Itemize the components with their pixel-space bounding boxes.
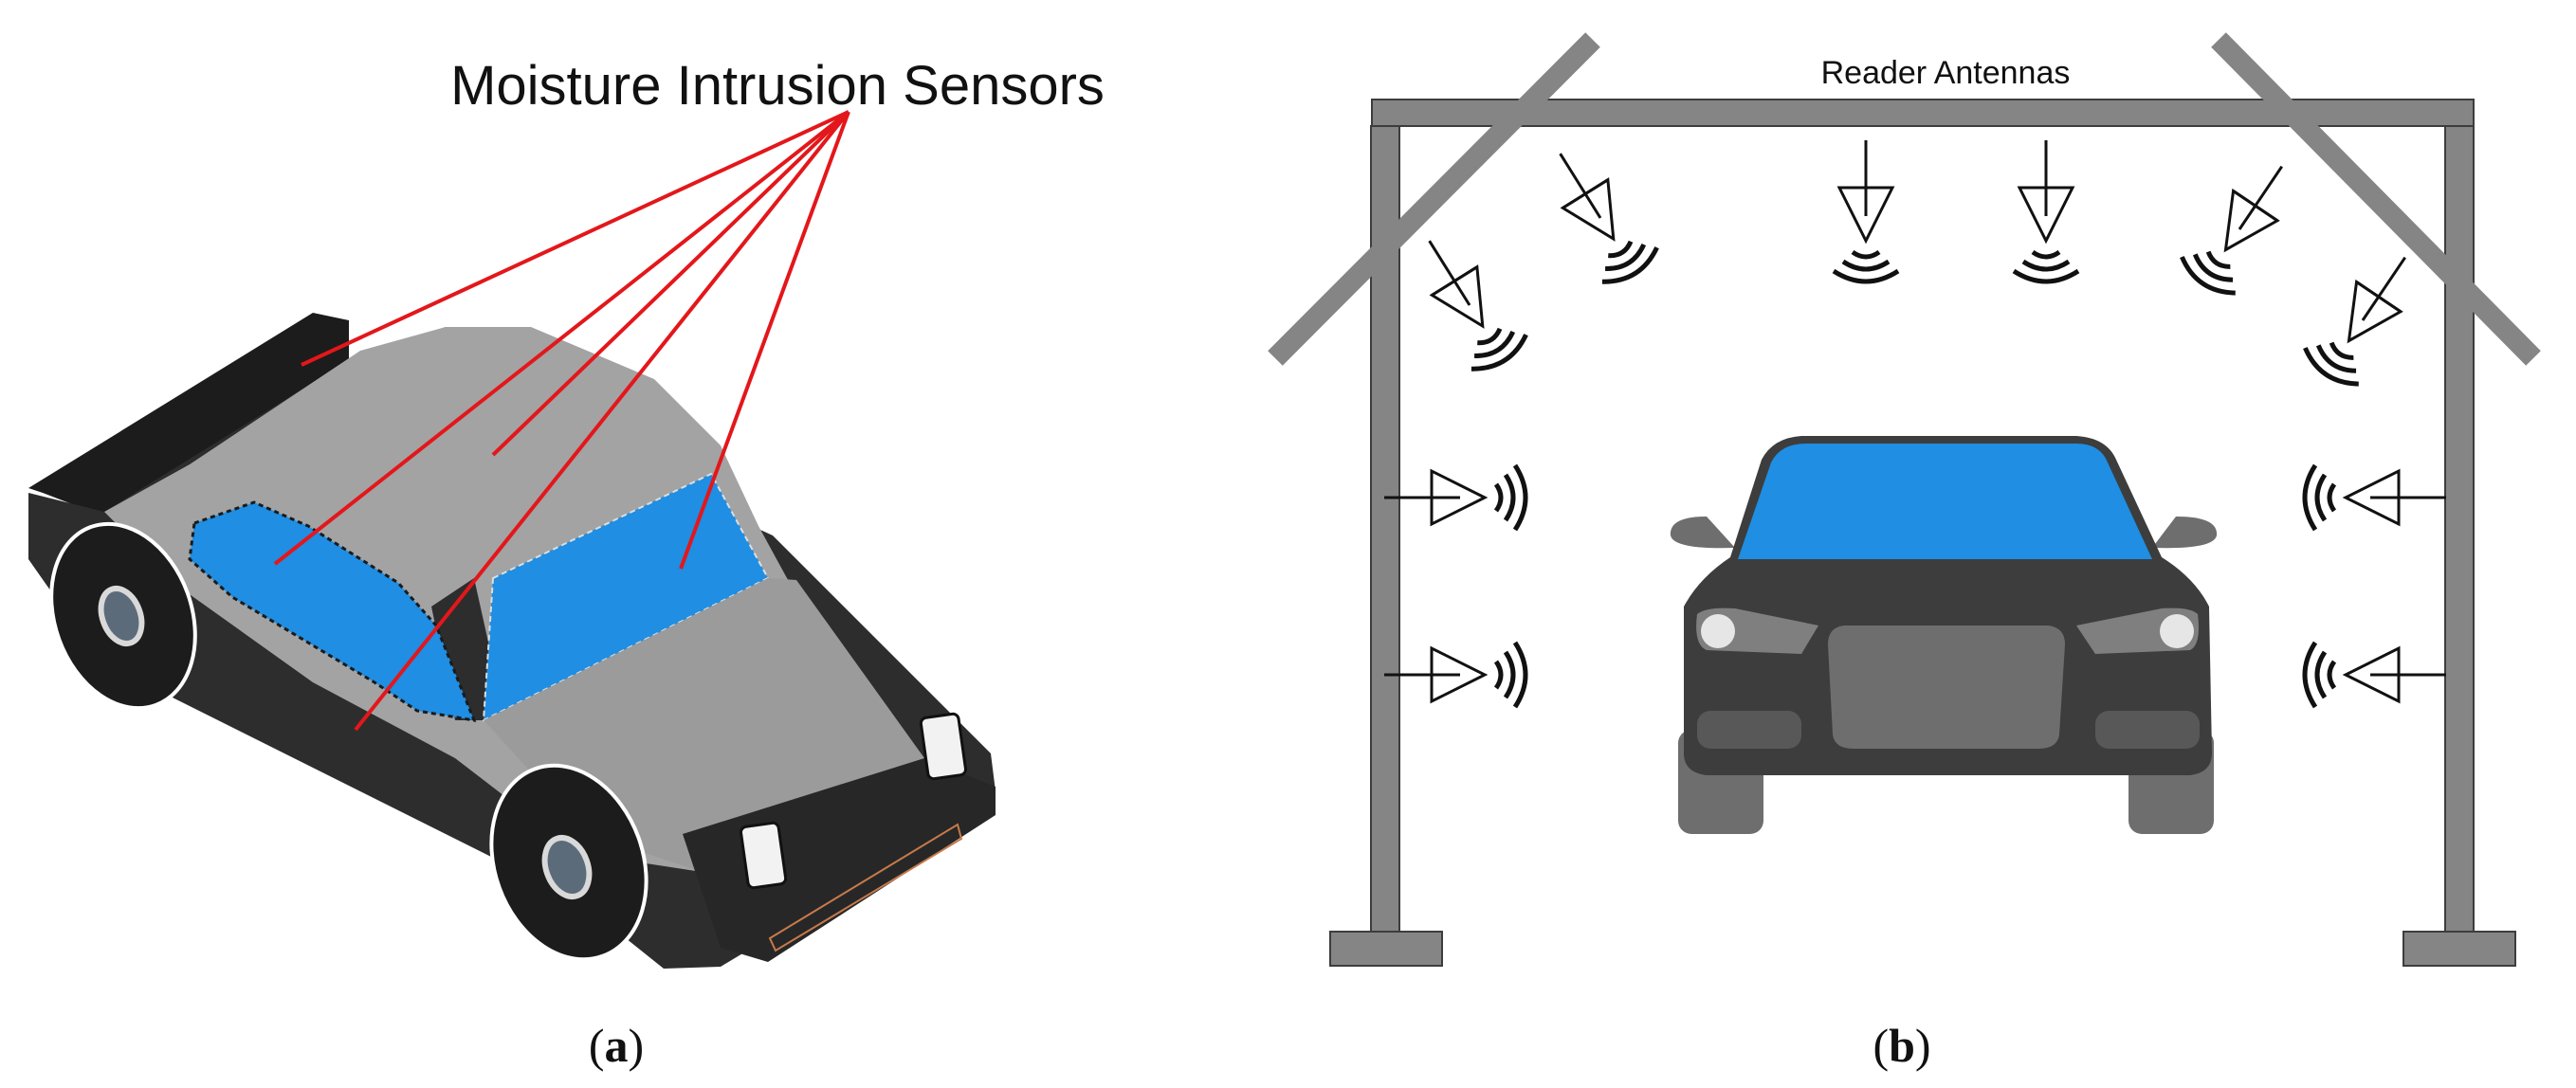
- rear-spoiler: [28, 313, 349, 517]
- panel-a-callout-label: Moisture Intrusion Sensors: [450, 55, 1105, 117]
- antenna-icon: [2014, 140, 2078, 281]
- fog-lamp-right: [2095, 711, 2200, 749]
- panel-b: Reader Antennas: [1268, 32, 2541, 1072]
- headlight-right-lamp: [2160, 614, 2194, 648]
- gantry-left-foot: [1329, 931, 1443, 967]
- panel-a: Moisture Intrusion Sensors: [28, 55, 1105, 1072]
- sensor-line-windshield: [679, 111, 850, 570]
- gantry-left-brace: [1268, 32, 1600, 366]
- grille-front: [1828, 626, 2065, 749]
- car-front-view: [1670, 436, 2218, 834]
- front-fascia: [683, 758, 996, 962]
- fog-lamp-left: [1697, 711, 1801, 749]
- mirror-left: [1670, 517, 1735, 549]
- gantry-right-foot: [2402, 931, 2516, 967]
- antenna-icon: [2305, 465, 2446, 530]
- antenna-icon: [2299, 240, 2432, 393]
- gantry-right-brace: [2211, 32, 2541, 366]
- sensor-line-spoiler: [301, 110, 850, 367]
- antenna-icon: [1402, 224, 1532, 377]
- windshield-front: [1738, 444, 2152, 559]
- side-window: [188, 500, 477, 722]
- headlight-left-lamp: [1701, 614, 1735, 648]
- reader-gantry: [1268, 32, 2541, 967]
- antenna-icon: [1834, 140, 1898, 281]
- front-wheel-hub: [541, 835, 593, 899]
- panel-b-callout-label: Reader Antennas: [1821, 55, 2071, 91]
- antenna-icon: [2305, 643, 2446, 707]
- gantry-right-post: [2444, 125, 2475, 933]
- front-grille: [768, 823, 963, 952]
- antenna-icon: [2176, 149, 2309, 302]
- mirror-right: [2152, 517, 2218, 549]
- sensor-line-side-window: [273, 110, 850, 566]
- rear-wheel-hub: [98, 585, 145, 647]
- sensor-line-roof: [491, 110, 850, 457]
- sensor-line-body: [354, 110, 850, 732]
- headlight-right: [740, 821, 788, 890]
- antenna-icon: [1533, 136, 1663, 290]
- panel-a-caption: (a): [589, 1019, 644, 1072]
- headlight-left: [919, 712, 967, 781]
- car-isometric: [28, 313, 996, 969]
- antenna-icon: [1384, 465, 1526, 530]
- antenna-icon: [1384, 643, 1526, 707]
- sensor-leader-lines: [273, 110, 850, 732]
- panel-b-caption: (b): [1873, 1019, 1930, 1072]
